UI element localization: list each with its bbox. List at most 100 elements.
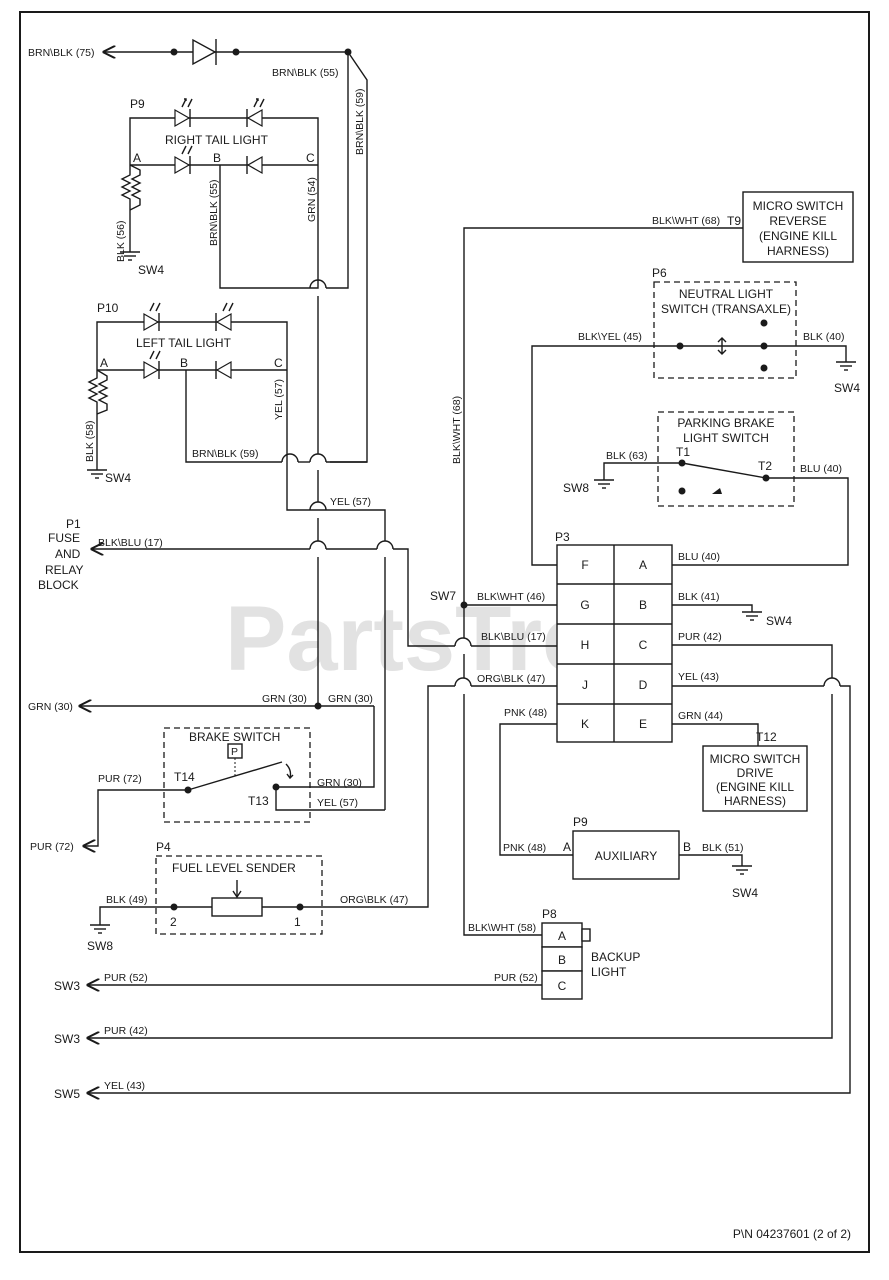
pin-b-left: B — [180, 356, 188, 370]
micro-switch-drive-box — [702, 745, 808, 812]
connector-sw7: SW7 — [430, 589, 456, 603]
right-tail-light — [120, 98, 327, 289]
light-rays-icon — [181, 145, 193, 155]
parking-brake-switch — [594, 411, 849, 566]
blk-blu-17-circuit — [92, 540, 557, 647]
wire-label-org-blk-47: ORG\BLK (47) — [477, 673, 545, 685]
led-icon — [246, 155, 263, 175]
diode-icon — [192, 38, 217, 66]
terminal-t14: T14 — [174, 770, 195, 784]
diode-circuit — [104, 38, 368, 463]
p3-pin-a: A — [639, 558, 647, 572]
resistor-icon — [96, 369, 109, 415]
wire-label-blu-40-p3: BLU (40) — [678, 551, 720, 563]
wire-label-blk-wht-68: BLK\WHT (68) — [652, 215, 720, 227]
wire-label-pur-42: PUR (42) — [104, 1025, 148, 1037]
pin-c-left: C — [274, 356, 283, 370]
connector-p3: P3 — [555, 530, 570, 544]
wire-label-yel-57-vert: YEL (57) — [273, 379, 285, 420]
wire-label-yel-57-brake: YEL (57) — [317, 797, 358, 809]
wire-label-brn-blk-59-b: BRN\BLK (59) — [192, 448, 259, 460]
p3-pin-j: J — [582, 678, 588, 692]
neutral-light-switch — [531, 281, 856, 566]
wire-label-blk-51: BLK (51) — [702, 842, 743, 854]
connector-p4: P4 — [156, 840, 171, 854]
wire-label-pnk-48-p3: PNK (48) — [504, 707, 547, 719]
backup-light-line-2: LIGHT — [591, 965, 627, 979]
wire-label-blk-56: BLK (56) — [115, 221, 127, 262]
micro-switch-reverse-box — [742, 191, 854, 263]
brake-switch-p: P — [231, 746, 238, 758]
p3-pin-k: K — [581, 717, 589, 731]
ground-sw3-b: SW3 — [54, 1032, 80, 1046]
light-rays-icon — [181, 98, 193, 108]
light-rays-icon — [149, 302, 161, 312]
wire-label-blk-58: BLK (58) — [84, 421, 96, 462]
ground-sw4-aux: SW4 — [732, 886, 758, 900]
wire-label-blk-wht-46: BLK\WHT (46) — [477, 591, 545, 603]
ground-sw8-parking: SW8 — [563, 481, 589, 495]
terminal-t12: T12 — [756, 730, 777, 744]
pin-c-right: C — [306, 151, 315, 165]
p3-pin-f: F — [581, 558, 588, 572]
auxiliary-title: AUXILIARY — [595, 849, 657, 863]
wire-label-blk-yel-45: BLK\YEL (45) — [578, 331, 642, 343]
connector-p3-block — [556, 544, 673, 743]
wire-label-org-blk-47-fuel: ORG\BLK (47) — [340, 894, 408, 906]
right-tail-light-title: RIGHT TAIL LIGHT — [165, 133, 269, 147]
wire-label-grn-30-a: GRN (30) — [262, 693, 307, 705]
p8-pin-b: B — [558, 953, 566, 967]
parking-line-2: LIGHT SWITCH — [683, 431, 769, 445]
p3-pin-e: E — [639, 717, 647, 731]
fuel-level-sender — [90, 677, 557, 935]
brake-switch — [84, 727, 311, 846]
light-rays-icon — [253, 98, 265, 108]
led-icon — [174, 155, 191, 175]
ground-sw4-left: SW4 — [105, 471, 131, 485]
ground-sw4-p3: SW4 — [766, 614, 792, 628]
micro-reverse-line-2: REVERSE — [769, 214, 826, 228]
wire-label-yel-43: YEL (43) — [104, 1080, 145, 1092]
wire-label-grn-30-b: GRN (30) — [328, 693, 373, 705]
grn-30-circuit — [80, 703, 375, 788]
led-icon — [143, 312, 160, 332]
switch-actuator-icon — [712, 488, 722, 494]
terminal-t1: T1 — [676, 445, 690, 459]
micro-drive-line-4: HARNESS) — [724, 794, 786, 808]
aux-pin-b: B — [683, 840, 691, 854]
switch-action-icon — [717, 337, 727, 355]
wire-label-blk-40: BLK (40) — [803, 331, 844, 343]
terminal-t13: T13 — [248, 794, 269, 808]
p1-label-and: AND — [55, 547, 81, 561]
parking-line-1: PARKING BRAKE — [677, 416, 774, 430]
connector-p10-tail: P10 — [97, 301, 119, 315]
p8-pin-a: A — [558, 929, 566, 943]
led-icon — [215, 312, 232, 332]
led-icon — [174, 108, 191, 128]
wire-label-grn-54: GRN (54) — [306, 177, 318, 222]
micro-reverse-line-3: (ENGINE KILL — [759, 229, 837, 243]
left-tail-light — [87, 302, 367, 511]
p1-label-fuse: FUSE — [48, 531, 80, 545]
p3-pin-d: D — [639, 678, 648, 692]
diagram-frame — [19, 11, 870, 1253]
wire-label-pur-52-p8: PUR (52) — [494, 972, 538, 984]
pin-a-left: A — [100, 356, 108, 370]
resistor-icon — [120, 165, 132, 225]
wire-label-pur-72: PUR (72) — [98, 773, 142, 785]
ground-sw8-fuel: SW8 — [87, 939, 113, 953]
connector-p9-aux: P9 — [573, 815, 588, 829]
ground-sw3-a: SW3 — [54, 979, 80, 993]
wire-label-brn-blk-55: BRN\BLK (55) — [272, 67, 339, 79]
part-number: P\N 04237601 (2 of 2) — [733, 1227, 851, 1241]
wire-label-pur-72-arrow: PUR (72) — [30, 841, 74, 853]
wire-label-blu-40: BLU (40) — [800, 463, 842, 475]
micro-reverse-line-4: HARNESS) — [767, 244, 829, 258]
pin-a-right: A — [133, 151, 141, 165]
wire-label-brn-blk-55-b: BRN\BLK (55) — [208, 179, 220, 246]
connector-p8: P8 — [542, 907, 557, 921]
wire-label-blk-49: BLK (49) — [106, 894, 147, 906]
pin-2: 2 — [170, 915, 177, 929]
wire-label-pur-42-p3: PUR (42) — [678, 631, 722, 643]
wire-label-grn-44: GRN (44) — [678, 710, 723, 722]
